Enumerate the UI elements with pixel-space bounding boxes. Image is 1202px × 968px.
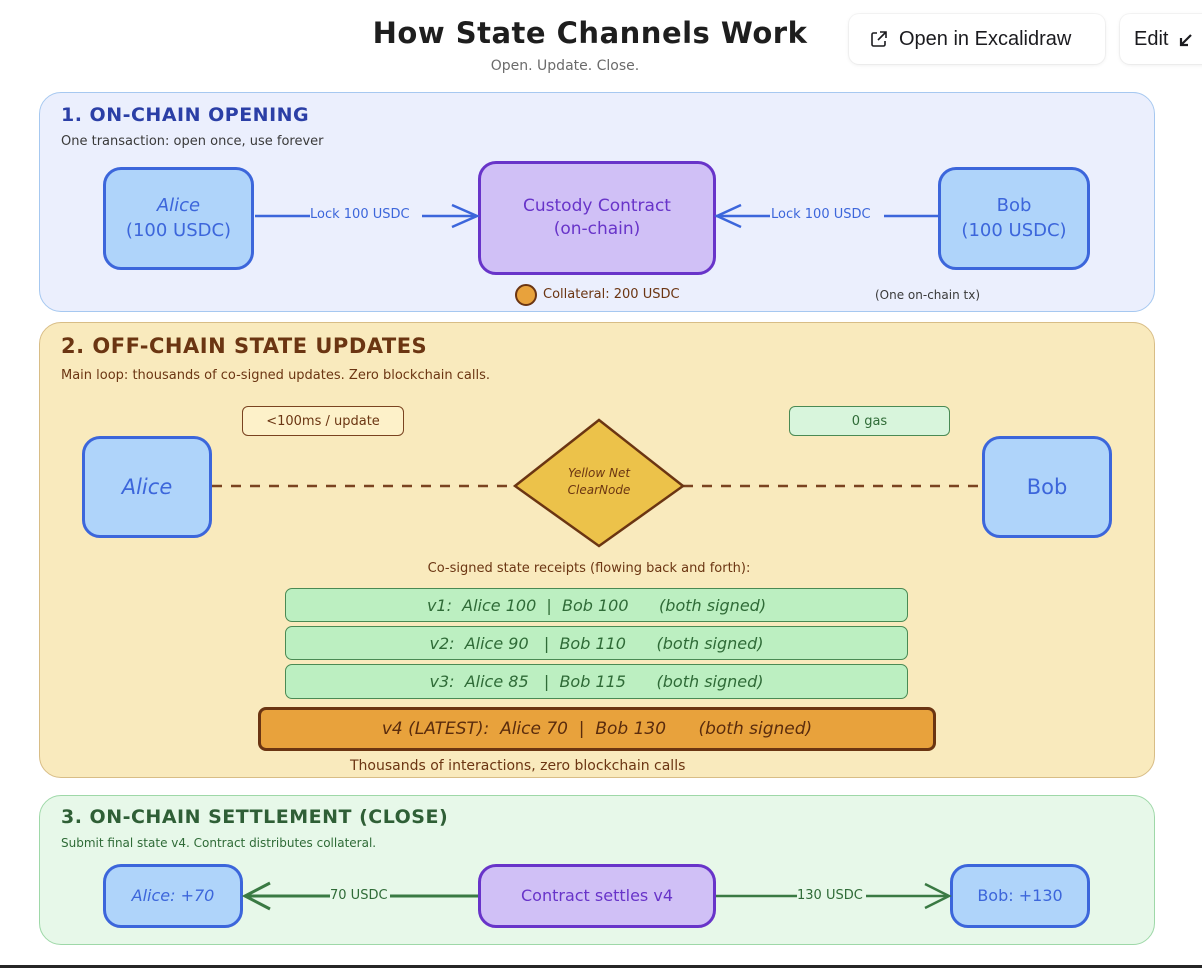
clearnode-line2: ClearNode	[567, 483, 631, 498]
alice-settlement-node[interactable]: Alice: +70	[103, 864, 243, 928]
bob-name: Bob	[996, 195, 1032, 217]
lock-label-bob: Lock 100 USDC	[771, 207, 871, 222]
diagram-title: How State Channels Work	[372, 16, 808, 50]
collateral-label: Collateral: 200 USDC	[543, 287, 680, 302]
section2-subtitle: Main loop: thousands of co-signed update…	[61, 368, 491, 383]
payout-label-bob: 130 USDC	[797, 888, 863, 903]
receipt-row: v3: Alice 85 | Bob 115 (both signed)	[285, 664, 908, 699]
payout-label-alice: 70 USDC	[330, 888, 388, 903]
receipt-row: v1: Alice 100 | Bob 100 (both signed)	[285, 588, 908, 622]
gas-badge: 0 gas	[789, 406, 950, 436]
contract-settles-node[interactable]: Contract settles v4	[478, 864, 716, 928]
custody-contract-node[interactable]: Custody Contract (on-chain)	[478, 161, 716, 275]
bottom-edge-bar	[0, 965, 1202, 968]
speed-badge: <100ms / update	[242, 406, 404, 436]
section2-title: 2. OFF-CHAIN STATE UPDATES	[61, 334, 428, 358]
alice-offchain-node[interactable]: Alice	[82, 436, 212, 538]
clearnode-label[interactable]: Yellow Net ClearNode	[540, 465, 658, 500]
bob-balance: (100 USDC)	[961, 219, 1067, 241]
diagram-subtitle: Open. Update. Close.	[490, 58, 640, 74]
arrow-down-left-icon	[1180, 34, 1193, 47]
external-link-icon	[871, 31, 887, 47]
bob-settlement-node[interactable]: Bob: +130	[950, 864, 1090, 928]
custody-contract-name: Custody Contract	[523, 196, 671, 217]
one-tx-note: (One on-chain tx)	[875, 288, 981, 302]
custody-contract-note: (on-chain)	[553, 219, 641, 239]
section3-title: 3. ON-CHAIN SETTLEMENT (CLOSE)	[61, 806, 449, 828]
receipt-row: v2: Alice 90 | Bob 110 (both signed)	[285, 626, 908, 660]
open-in-excalidraw-label: Open in Excalidraw	[899, 27, 1072, 50]
lock-label-alice: Lock 100 USDC	[310, 207, 410, 222]
alice-name: Alice	[156, 195, 201, 217]
section3-subtitle: Submit final state v4. Contract distribu…	[61, 836, 377, 850]
open-in-excalidraw-button[interactable]: Open in Excalidraw	[849, 14, 1105, 64]
bob-node[interactable]: Bob (100 USDC)	[938, 167, 1090, 270]
clearnode-line1: Yellow Net	[567, 466, 631, 480]
alice-node[interactable]: Alice (100 USDC)	[103, 167, 254, 270]
edit-label: Edit	[1134, 27, 1169, 50]
bob-offchain-node[interactable]: Bob	[982, 436, 1112, 538]
section1-subtitle: One transaction: open once, use forever	[61, 134, 324, 149]
receipts-heading: Co-signed state receipts (flowing back a…	[427, 561, 751, 576]
section-off-chain-updates	[39, 322, 1155, 778]
edit-button[interactable]: Edit	[1120, 14, 1202, 64]
latest-receipt: v4 (LATEST): Alice 70 | Bob 130 (both si…	[258, 707, 936, 751]
section2-footer: Thousands of interactions, zero blockcha…	[350, 758, 686, 774]
section1-title: 1. ON-CHAIN OPENING	[61, 104, 310, 126]
alice-balance: (100 USDC)	[125, 219, 232, 241]
